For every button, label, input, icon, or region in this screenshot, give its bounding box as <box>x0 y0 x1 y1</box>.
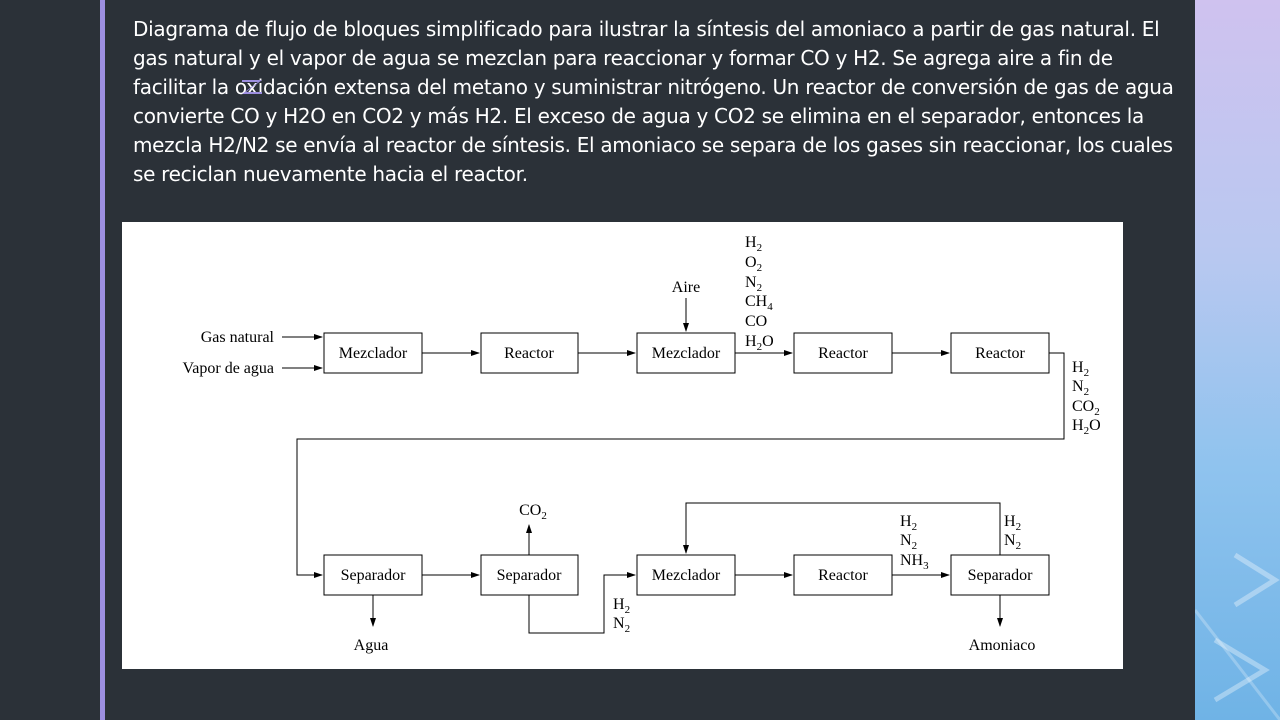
species-h2: H2 <box>613 596 630 616</box>
stream-after-reactor-3: H2 N2 CO2 H2O <box>1072 359 1101 437</box>
ammonia-block-flow-diagram: Mezclador Reactor Mezclador Reactor Reac… <box>122 222 1123 669</box>
species-h2o: H2O <box>1072 417 1101 437</box>
block-reactor-4 <box>793 554 893 596</box>
chevron-decor-icon <box>1195 552 1280 720</box>
block-mezclador-3-label: Mezclador <box>652 567 721 584</box>
block-reactor-3-label: Reactor <box>975 345 1025 362</box>
stream-species: N2 <box>745 274 762 294</box>
stream-species: H2 <box>1004 513 1021 533</box>
arrow-s2-m3 <box>528 572 636 634</box>
stream-reactor-4-out: H2 N2 NH3 <box>900 513 929 572</box>
species-h2: H2 <box>745 234 762 254</box>
input-aire: Aire <box>672 279 700 296</box>
species-n2: N2 <box>1072 378 1089 398</box>
species-n2: N2 <box>900 532 917 552</box>
species-n2: N2 <box>745 274 762 294</box>
species-n2: N2 <box>1004 532 1021 552</box>
block-reactor-1 <box>480 332 579 374</box>
block-reactor-2-label: Reactor <box>818 345 868 362</box>
block-mezclador-1 <box>323 332 423 374</box>
stream-species: H2 <box>745 234 762 254</box>
stream-species: N2 <box>1004 532 1021 552</box>
block-reactor-4-label: Reactor <box>818 567 868 584</box>
species-nh3: NH3 <box>900 552 929 572</box>
stream-species: H2 <box>1072 359 1089 379</box>
species-co2: CO2 <box>1072 398 1100 418</box>
output-amoniaco: Amoniaco <box>969 637 1036 654</box>
species-h2: H2 <box>1072 359 1089 379</box>
stream-recycle: H2 N2 <box>1004 513 1021 552</box>
species-co: CO <box>745 313 767 330</box>
z-mark-icon <box>242 80 262 94</box>
stream-species: O2 <box>745 254 762 274</box>
stream-species: N2 <box>1072 378 1089 398</box>
stream-species: CO2 <box>1072 398 1100 418</box>
species-h2: H2 <box>1004 513 1021 533</box>
block-separador-3-label: Separador <box>968 567 1034 584</box>
input-gas-natural: Gas natural <box>201 329 275 346</box>
stream-after-mixer-2: H2 O2 N2 CH4 CO H2O <box>745 234 774 353</box>
species-h2o: H2O <box>745 333 774 353</box>
stream-species: NH3 <box>900 552 929 572</box>
stream-species: N2 <box>900 532 917 552</box>
stream-species: H2 <box>613 596 630 616</box>
stream-species: H2O <box>745 333 774 353</box>
stream-species: H2O <box>1072 417 1101 437</box>
stream-separator-2-out: H2 N2 <box>613 596 630 635</box>
block-mezclador-1-label: Mezclador <box>339 345 408 362</box>
species-n2: N2 <box>613 615 630 635</box>
stream-species: CO <box>745 313 767 330</box>
stream-species: H2 <box>900 513 917 533</box>
species-o2: O2 <box>745 254 762 274</box>
arrow-r3-s1 <box>296 352 1065 578</box>
stream-species: CH4 <box>745 293 773 313</box>
stream-species: N2 <box>613 615 630 635</box>
arrow-recycle <box>683 502 1001 555</box>
species-h2: H2 <box>900 513 917 533</box>
block-mezclador-2-label: Mezclador <box>652 345 721 362</box>
output-co2-label: CO2 <box>519 502 547 522</box>
block-mezclador-2 <box>636 332 736 374</box>
block-separador-1 <box>323 554 423 596</box>
output-co2: CO2 <box>519 502 547 522</box>
input-vapor-agua: Vapor de agua <box>182 360 274 377</box>
block-reactor-1-label: Reactor <box>504 345 554 362</box>
block-reactor-3 <box>950 332 1050 374</box>
block-separador-2-label: Separador <box>497 567 563 584</box>
output-agua: Agua <box>354 637 389 654</box>
slide-description: Diagrama de flujo de bloques simplificad… <box>133 17 1174 186</box>
decorative-side-panel <box>1195 0 1280 720</box>
left-accent-rule <box>100 0 105 720</box>
block-separador-1-label: Separador <box>341 567 407 584</box>
block-separador-3 <box>950 554 1050 596</box>
block-separador-2 <box>480 554 579 596</box>
species-ch4: CH4 <box>745 293 773 313</box>
